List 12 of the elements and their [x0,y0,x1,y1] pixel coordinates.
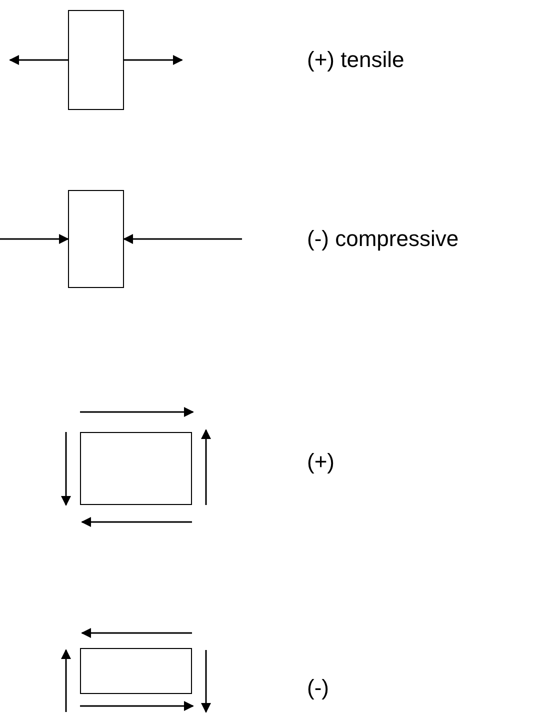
stress-label: (+) [307,449,334,475]
stress-label: (+) tensile [307,47,404,73]
arrow [9,55,68,65]
square-element [80,648,192,694]
arrow [0,234,69,244]
square-element [68,10,124,110]
stress-label: (-) compressive [307,226,459,252]
square-element [80,432,192,505]
arrow [123,234,242,244]
square-element [68,190,124,288]
arrow [124,55,183,65]
stress-label: (-) [307,675,329,701]
